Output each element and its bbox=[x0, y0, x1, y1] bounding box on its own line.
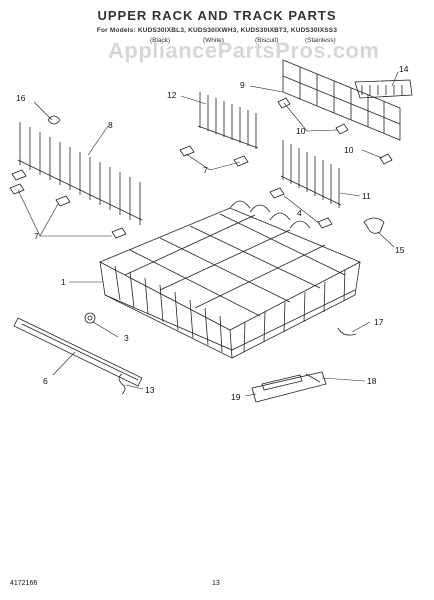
callout-17: 17 bbox=[374, 317, 384, 327]
callout-13: 13 bbox=[145, 385, 155, 395]
callout-10-lower: 10 bbox=[344, 145, 354, 155]
finish-label: (Stainless) bbox=[305, 37, 336, 44]
rack-track-6 bbox=[13, 317, 143, 387]
tine-row-12 bbox=[197, 92, 259, 149]
finish-list: (Black) (White) (Biscuit) (Stainless) bbox=[0, 37, 434, 49]
upper-rack-1 bbox=[99, 200, 361, 359]
callout-4: 4 bbox=[297, 208, 302, 218]
callout-16: 16 bbox=[16, 93, 26, 103]
callout-9: 9 bbox=[240, 80, 245, 90]
end-cap-13 bbox=[118, 373, 126, 395]
leader-lines bbox=[17, 71, 399, 397]
bracket-18-19 bbox=[251, 371, 327, 403]
callout-7-left: 7 bbox=[34, 231, 39, 241]
diagram-title: UPPER RACK AND TRACK PARTS bbox=[97, 8, 337, 23]
callout-15: 15 bbox=[395, 245, 405, 255]
callout-18: 18 bbox=[367, 376, 377, 386]
finish-label: (Black) bbox=[150, 37, 171, 44]
clip-parts bbox=[9, 97, 393, 239]
callout-7: 7 bbox=[203, 165, 208, 175]
page-number: 13 bbox=[212, 580, 220, 587]
callout-3: 3 bbox=[124, 333, 129, 343]
model-list: For Models: KUDS30IXBL3, KUDS30IXWH3, KU… bbox=[96, 27, 338, 34]
clip-17 bbox=[337, 327, 357, 336]
finish-label: (White) bbox=[203, 37, 224, 44]
callout-11: 11 bbox=[362, 191, 371, 201]
callout-8: 8 bbox=[108, 120, 113, 130]
callout-10: 10 bbox=[296, 126, 306, 136]
rack-wheel-3 bbox=[84, 312, 96, 324]
callout-12: 12 bbox=[167, 90, 177, 100]
watermark: AppliancePartsPros.com bbox=[108, 38, 380, 63]
tine-row-11 bbox=[280, 140, 342, 208]
callout-6: 6 bbox=[43, 376, 48, 386]
reference-number: 4172166 bbox=[10, 580, 38, 587]
callout-1: 1 bbox=[61, 277, 66, 287]
callout-19: 19 bbox=[231, 392, 241, 402]
finish-label: (Biscuit) bbox=[255, 37, 279, 44]
callout-14: 14 bbox=[399, 64, 409, 74]
tine-row-8 bbox=[17, 122, 143, 225]
cup-shelf-14 bbox=[282, 59, 413, 141]
